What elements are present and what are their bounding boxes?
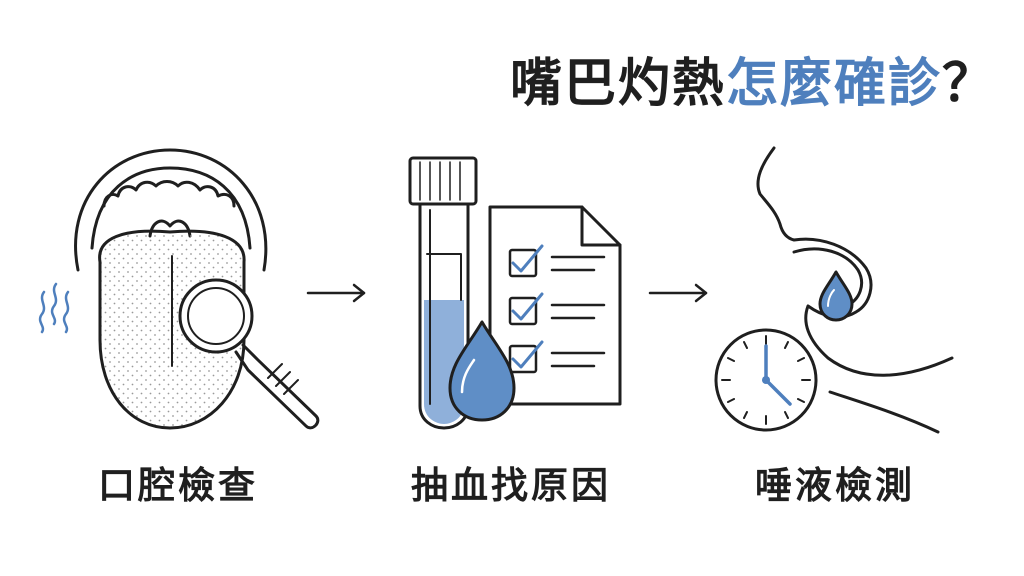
title-question-mark: ？ <box>941 54 996 114</box>
check-boxes <box>508 248 538 374</box>
uvula-throat <box>148 219 192 238</box>
flow-arrow-1 <box>306 283 366 303</box>
face-profile <box>756 146 954 377</box>
saliva-drop-with-clock-icon <box>714 146 954 434</box>
blood-drop <box>448 320 516 422</box>
saliva-drop-highlight <box>827 289 835 307</box>
magnifier-lens <box>178 278 254 354</box>
heat-waves-icon <box>38 282 70 334</box>
magnifier-handle <box>234 343 320 430</box>
upper-teeth <box>102 180 236 208</box>
step-label-blood-test: 抽血找原因 <box>411 464 611 507</box>
step-label-saliva-test: 唾液檢測 <box>755 464 915 507</box>
checklist-lines <box>550 255 606 368</box>
flow-arrow-2 <box>648 283 708 303</box>
saliva-drop <box>818 270 854 322</box>
clock-center <box>762 376 770 384</box>
mouth-outline <box>74 148 268 272</box>
lower-lip <box>792 247 863 308</box>
chin-neck <box>828 390 940 434</box>
magnifier-grip-lines <box>267 363 299 395</box>
page-title: 嘴巴灼熱怎麼確診？ <box>510 52 996 116</box>
blood-drop-highlight <box>460 358 476 394</box>
clock-hour-hand <box>764 378 792 406</box>
title-part-2: 怎麼確診 <box>725 54 942 114</box>
clock-ticks <box>721 335 811 425</box>
tongue-with-magnifier-icon <box>74 148 320 430</box>
step-label-oral-exam: 口腔檢查 <box>98 464 258 507</box>
title-part-1: 嘴巴灼熱 <box>509 54 726 114</box>
blood-test-tube-with-checklist-icon <box>408 156 622 430</box>
magnifier-inner <box>187 287 245 345</box>
check-marks <box>511 244 544 369</box>
